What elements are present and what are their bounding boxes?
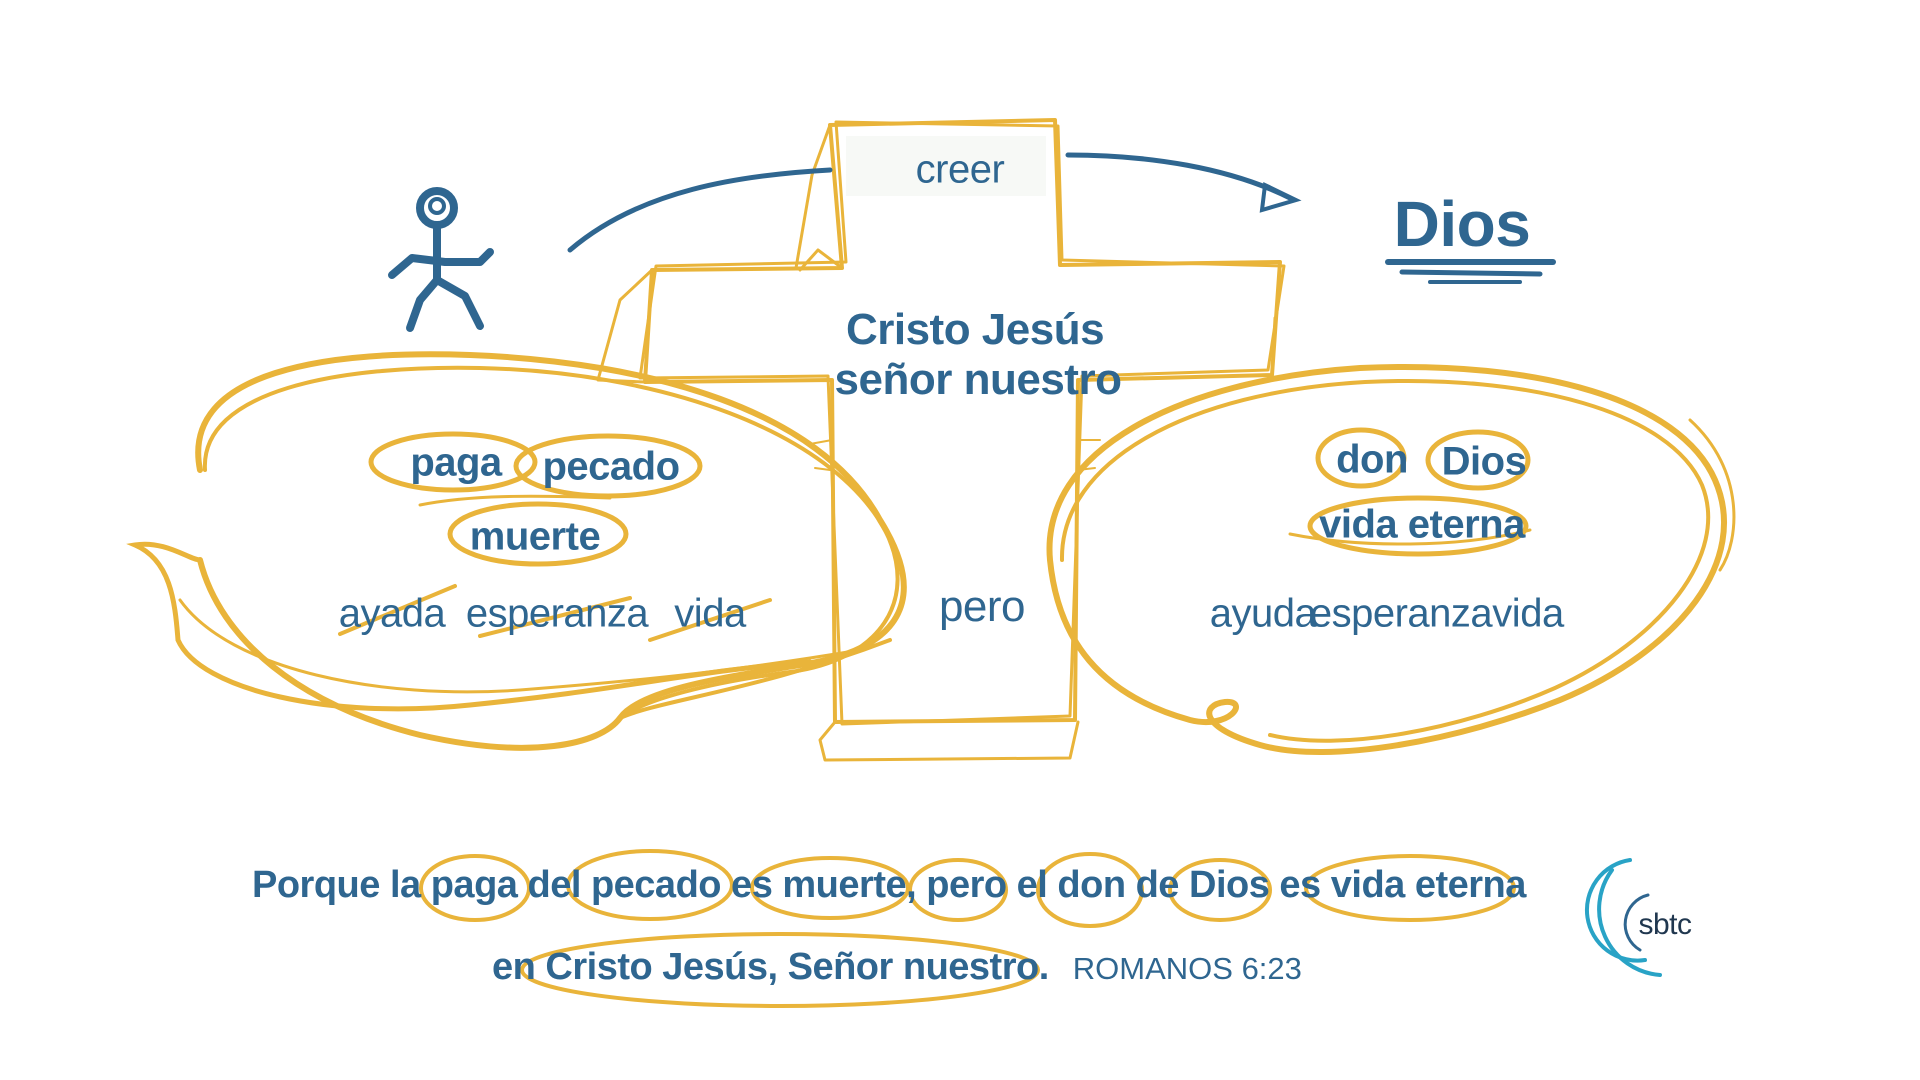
verse-vida-eterna: vida eterna xyxy=(1330,864,1527,906)
verse-pecado: pecado xyxy=(590,864,722,906)
verse-don: don xyxy=(1057,864,1126,906)
cross-title-line2: señor nuestro xyxy=(834,355,1122,404)
right-vida: vida xyxy=(1492,591,1564,636)
dios-underline xyxy=(1385,259,1556,284)
right-bubble-outline xyxy=(1046,364,1736,755)
cross-outline xyxy=(596,118,1286,762)
verse-line-1: Porque la paga del pecado es muerte, per… xyxy=(252,864,1526,907)
sbtc-logo-text: sbtc xyxy=(1638,908,1692,941)
stick-figure-icon xyxy=(388,187,494,332)
verse-muerte: muerte, xyxy=(782,864,917,906)
verse-pero-el: pero el xyxy=(916,864,1058,906)
crossed-ayuda: ayada xyxy=(338,591,446,636)
right-ayuda: ayuda xyxy=(1209,591,1317,636)
crossed-esperanza: esperanza xyxy=(465,591,649,636)
crossed-vida: vida xyxy=(674,591,746,636)
verse-line-2: en Cristo Jesús, Señor nuestro. ROMANOS 6… xyxy=(492,946,1302,989)
verse-ovals xyxy=(419,849,1516,1008)
left-bubble-outline xyxy=(126,351,907,751)
word-vida-eterna: vida eterna xyxy=(1319,502,1525,547)
sbtc-logo-icon xyxy=(1584,858,1662,977)
verse-dios: Dios xyxy=(1189,864,1270,906)
dios-heading: Dios xyxy=(1393,188,1531,260)
verse-reference: ROMANOS 6:23 xyxy=(1072,951,1302,986)
word-pecado: pecado xyxy=(542,444,680,489)
left-word-ovals xyxy=(368,431,703,567)
verse-cristo-jesus: Cristo Jesús, Señor nuestro. xyxy=(545,946,1049,988)
pero-label: pero xyxy=(938,582,1026,631)
curved-arrow-icon xyxy=(567,152,1302,253)
right-word-ovals xyxy=(1288,427,1532,557)
verse-es-1: es xyxy=(721,864,783,906)
verse-de: de xyxy=(1125,864,1189,906)
verse-porque: Porque la xyxy=(252,864,431,906)
word-muerte: muerte xyxy=(469,514,601,559)
word-paga: paga xyxy=(410,440,502,485)
right-esperanza: esperanza xyxy=(1309,591,1493,636)
creer-tab xyxy=(846,136,1046,196)
verse-paga: paga xyxy=(430,864,518,906)
word-don: don xyxy=(1336,437,1408,482)
verse-en: en xyxy=(492,946,546,988)
word-dios: Dios xyxy=(1441,439,1527,484)
verse-del: del xyxy=(517,864,591,906)
cross-title-line1: Cristo Jesús xyxy=(845,305,1105,354)
strike-lines xyxy=(338,584,772,642)
verse-es-2: es xyxy=(1269,864,1331,906)
creer-label: creer xyxy=(915,147,1005,192)
